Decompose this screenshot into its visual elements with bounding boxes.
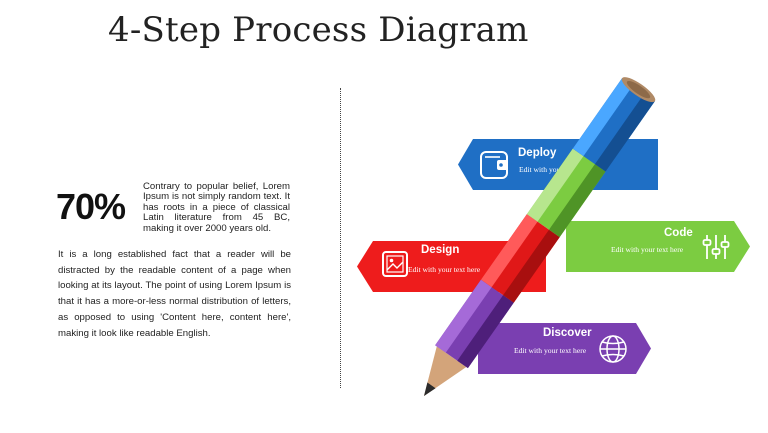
image-icon	[382, 251, 408, 277]
step-design-label: Design	[421, 244, 459, 256]
stat-description: Contrary to popular belief, Lorem Ipsum …	[143, 181, 290, 234]
body-paragraph: It is a long established fact that a rea…	[58, 249, 291, 339]
pencil-graphite-point	[424, 382, 436, 396]
step-discover-subtext: Edit with your text here	[514, 346, 587, 355]
step-code[interactable]: Code Edit with your text here	[566, 221, 750, 272]
pencil-wood-tip	[424, 346, 467, 396]
step-code-banner	[566, 221, 750, 272]
step-deploy-subtext: Edit with your text here	[519, 165, 592, 174]
step-deploy-label: Deploy	[518, 147, 557, 159]
pencil-illustration	[424, 77, 656, 396]
globe-icon	[599, 335, 627, 363]
step-code-label: Code	[664, 227, 693, 239]
step-discover[interactable]: Discover Edit with your text here	[478, 323, 651, 374]
page-title: 4-Step Process Diagram	[108, 10, 529, 50]
sliders-icon	[702, 235, 730, 259]
stat-value: 70%	[56, 186, 126, 227]
step-design-subtext: Edit with your text here	[408, 265, 481, 274]
step-discover-label: Discover	[543, 327, 592, 339]
vertical-divider	[340, 88, 341, 388]
wallet-icon	[480, 151, 508, 179]
step-code-subtext: Edit with your text here	[611, 245, 684, 254]
